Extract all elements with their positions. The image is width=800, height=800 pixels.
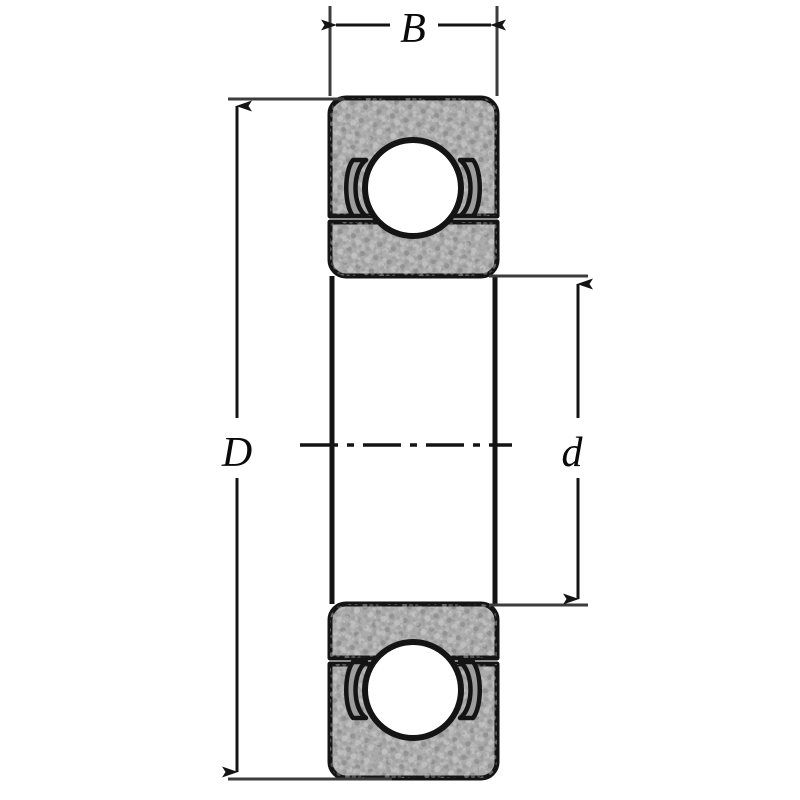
shield-upper-right-shape [457,157,482,219]
dimension-d-label: d [562,430,584,476]
ball-upper [362,137,464,239]
dimension-D-label: D [221,430,252,476]
shield-lower-left-shape [344,659,369,721]
shield-lower-right [457,659,482,721]
shield-upper-left-shape [344,157,369,219]
inner-ring-upper [327,219,500,279]
ball-lower [362,639,464,741]
shield-upper-right [457,157,482,219]
inner-ring-lower-texture [330,604,497,658]
shield-lower-right-shape [457,659,482,721]
dimension-B-label: B [400,6,426,52]
shield-upper-left [344,157,369,219]
dimension-D: D [221,97,392,781]
inner-ring-upper-texture [330,222,497,276]
inner-ring-lower [327,601,500,661]
shield-lower-left [344,659,369,721]
dimension-B: B [321,6,506,96]
bearing-body [327,95,500,781]
dimension-d: d [489,274,593,607]
